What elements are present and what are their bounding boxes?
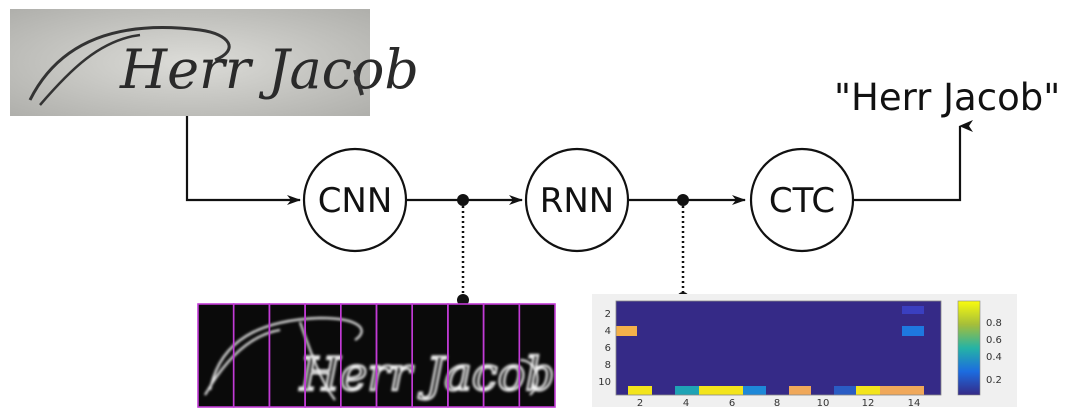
heatmap-cell [789, 386, 811, 395]
input-handwriting-image: Herr Jacob [10, 9, 419, 116]
rnn-tap-dot [677, 194, 689, 206]
heatmap-x-tick: 10 [817, 398, 830, 409]
output-text: "Herr Jacob" [834, 76, 1060, 119]
heatmap-x-tick: 12 [862, 398, 875, 409]
feature-map-handwriting: Herr Jacob [299, 347, 555, 401]
heatmap-x-ticks: 2 4 6 8 10 12 14 [637, 398, 921, 409]
heatmap-plot-frame [615, 300, 942, 396]
heatmap-cell [880, 386, 924, 395]
ctc-node: CTC [749, 147, 855, 253]
cnn-feature-maps: Herr Jacob [197, 303, 556, 408]
heatmap-cell [743, 386, 766, 395]
input-handwriting-text: Herr Jacob [119, 38, 419, 101]
heatmap-cell [699, 386, 743, 395]
heatmap-cell [834, 386, 856, 395]
cnn-node: CNN [302, 147, 408, 253]
heatmap-plot-area [616, 301, 941, 395]
flow-arrow-input-to-cnn [185, 116, 301, 205]
colorbar-ticks: 0.8 0.6 0.4 0.2 [986, 318, 1002, 386]
heatmap-x-tick: 14 [908, 398, 921, 409]
colorbar-tick: 0.2 [986, 375, 1002, 386]
colorbar-tick: 0.4 [986, 352, 1002, 363]
cnn-label: CNN [318, 181, 393, 221]
heatmap-y-tick: 6 [605, 343, 611, 354]
heatmap-y-tick: 4 [605, 326, 611, 337]
heatmap-y-tick: 2 [605, 309, 611, 320]
heatmap-cell [628, 386, 652, 395]
heatmap-x-tick: 8 [774, 398, 780, 409]
colorbar-tick: 0.8 [986, 318, 1002, 329]
cnn-tap-dot [457, 194, 469, 206]
heatmap-cell [902, 326, 924, 336]
heatmap-cell [675, 386, 699, 395]
rnn-node: RNN [524, 147, 630, 253]
heatmap-colorbar [957, 300, 981, 396]
heatmap-cell [902, 306, 924, 314]
heatmap-x-tick: 4 [683, 398, 689, 409]
rnn-output-heatmap: 2 4 6 8 10 2 4 6 8 10 12 14 0.8 0.6 0.4 0.2 [592, 294, 1017, 409]
heatmap-cell [856, 386, 880, 395]
heatmap-x-tick: 6 [729, 398, 735, 409]
heatmap-y-ticks: 2 4 6 8 10 [598, 309, 611, 388]
flow-arrow-ctc-to-output [853, 120, 973, 202]
heatmap-x-tick: 2 [637, 398, 643, 409]
rnn-label: RNN [540, 181, 615, 221]
feature-map-column [518, 303, 556, 408]
feature-map-tap-dot [457, 294, 469, 306]
ctc-label: CTC [769, 181, 835, 221]
heatmap-y-tick: 8 [605, 360, 611, 371]
colorbar-tick: 0.6 [986, 335, 1002, 346]
feature-map-grid [197, 303, 556, 408]
heatmap-y-tick: 10 [598, 377, 611, 388]
heatmap-cell [616, 326, 637, 336]
